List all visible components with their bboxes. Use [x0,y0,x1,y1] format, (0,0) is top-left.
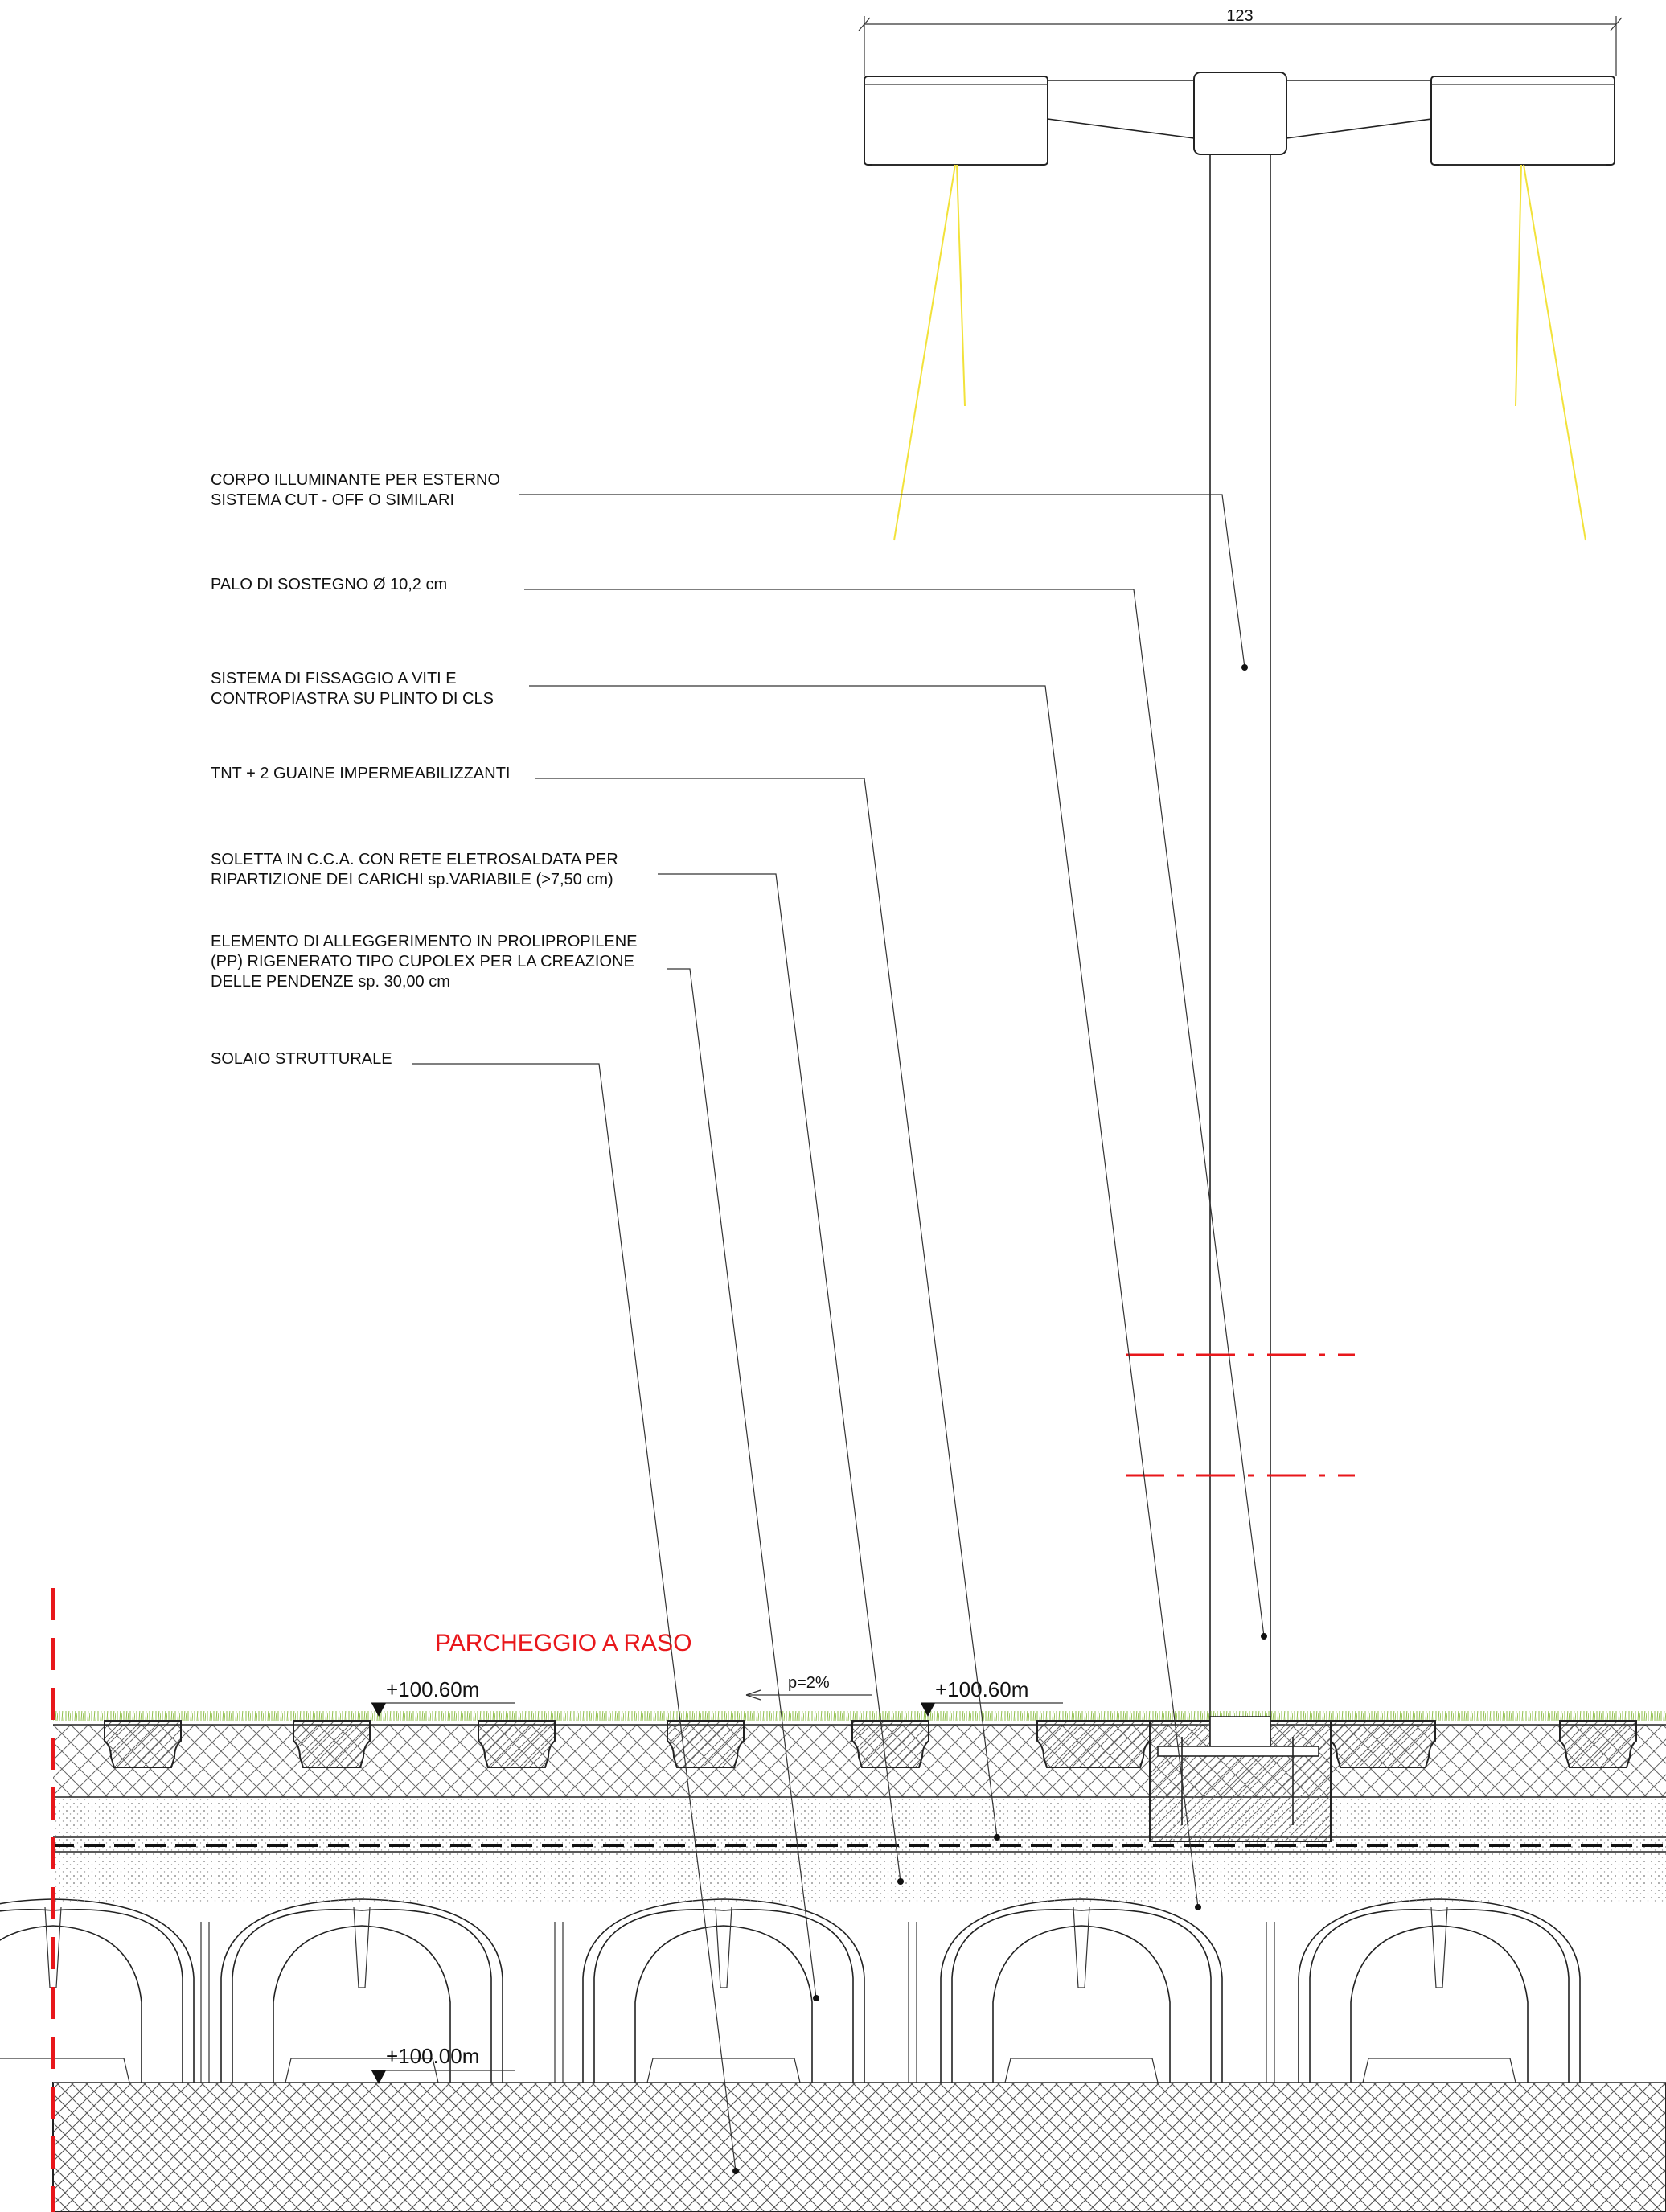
slope-indicator: p=2% [745,1674,872,1701]
callout: SOLAIO STRUTTURALE [211,1050,739,2174]
leader-line [535,778,998,1838]
break-lines [1126,1353,1355,1477]
luminaire [864,72,1615,541]
leader-line [658,873,901,1882]
curb-block [851,1720,929,1768]
lamp-head-left [864,76,1048,166]
level-label-top-left: +100.60m [386,1677,479,1701]
curb-block [1330,1720,1436,1768]
level-marker-top-left: +100.60m [371,1677,515,1717]
light-ray-left [893,164,966,541]
callout-labels: CORPO ILLUMINANTE PER ESTERNO SISTEMA CUT… [211,471,1267,2174]
curb-block [667,1720,745,1768]
leader-dot [1195,1904,1201,1910]
curb-block [1559,1720,1637,1768]
callout-label-line: ELEMENTO DI ALLEGGERIMENTO IN PROLIPROPI… [211,933,638,950]
slope-label: p=2% [788,1674,830,1692]
callout-label-line: SOLETTA IN C.C.A. CON RETE ELETROSALDATA… [211,851,618,868]
dimension-label: 123 [1226,7,1253,25]
leader-dot [994,1834,1000,1841]
callout-label-line: (PP) RIGENERATO TIPO CUPOLEX PER LA CREA… [211,953,634,971]
paving-layer [53,1711,1666,1798]
curb-block [293,1720,371,1768]
dimension-line: 123 [858,7,1623,76]
leader-line [529,685,1199,1908]
leader-line [667,968,817,1999]
leader-dot [732,2168,739,2174]
lamp-head-right [1430,76,1615,166]
callout: CORPO ILLUMINANTE PER ESTERNO SISTEMA CUT… [211,471,1248,671]
leader-dot [897,1878,904,1885]
level-marker-top-right: +100.60m [921,1677,1063,1717]
level-marker-bottom: +100.00m [371,2044,515,2084]
lamp-arm-left [1047,80,1195,139]
leader-dot [813,1995,819,2001]
support-pole [1209,154,1271,1749]
callout: SISTEMA DI FISSAGGIO A VITI E CONTROPIAST… [211,670,1201,1910]
leader-dot [1241,664,1248,671]
callout-label-line: TNT + 2 GUAINE IMPERMEABILIZZANTI [211,765,510,782]
concrete-slab [53,1849,1666,1902]
level-label-bottom: +100.00m [386,2044,479,2068]
callout: SOLETTA IN C.C.A. CON RETE ELETROSALDATA… [211,851,904,1885]
waterproof-membrane [53,1797,1666,1853]
callout-label-line: CONTROPIASTRA SU PLINTO DI CLS [211,690,494,708]
pole-foundation [1149,1716,1332,1842]
callout: ELEMENTO DI ALLEGGERIMENTO IN PROLIPROPI… [211,933,819,2001]
leader-line [519,494,1245,668]
callout-label-line: PALO DI SOSTEGNO Ø 10,2 cm [211,576,447,593]
curb-block [104,1720,182,1768]
callout-label-line: SOLAIO STRUTTURALE [211,1050,392,1068]
light-ray-right [1515,164,1586,541]
callout: TNT + 2 GUAINE IMPERMEABILIZZANTI [211,765,1000,1841]
section-title: PARCHEGGIO A RASO [435,1630,692,1656]
curb-block [478,1720,556,1768]
callout-label-line: CORPO ILLUMINANTE PER ESTERNO [211,471,500,489]
callout-label-line: DELLE PENDENZE sp. 30,00 cm [211,973,450,991]
lamp-hub [1193,72,1287,155]
structural-slab [52,2082,1666,2212]
curb-block [1036,1720,1151,1768]
callout-label-line: SISTEMA DI FISSAGGIO A VITI E [211,670,457,687]
level-label-top-right: +100.60m [935,1677,1028,1701]
callout: PALO DI SOSTEGNO Ø 10,2 cm [211,576,1267,1640]
callout-label-line: RIPARTIZIONE DEI CARICHI sp.VARIABILE (>… [211,871,613,888]
leader-dot [1261,1633,1267,1640]
leader-line [412,1063,737,2172]
lamp-arm-right [1286,80,1432,139]
leader-line [524,589,1265,1637]
callout-label-line: SISTEMA CUT - OFF O SIMILARI [211,491,454,509]
